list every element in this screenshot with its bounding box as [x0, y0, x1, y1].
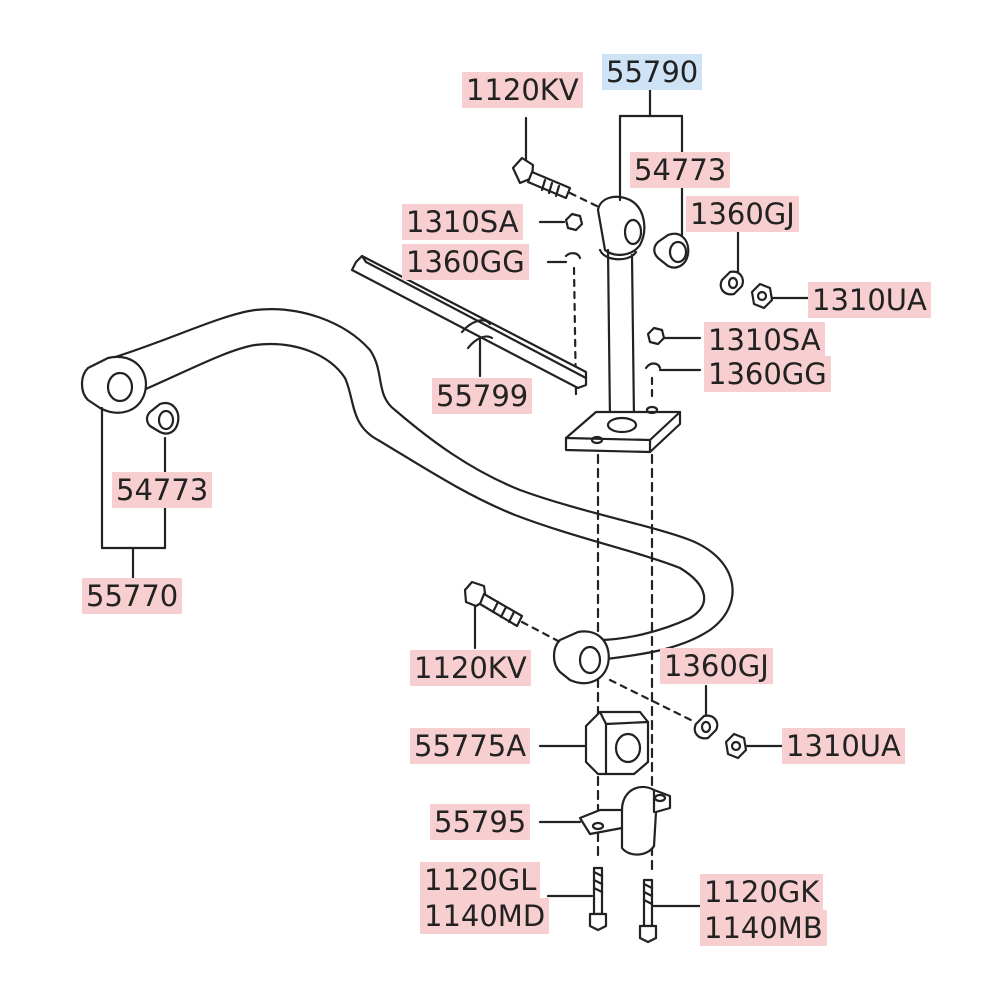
label-1140mb[interactable]: 1140MB	[700, 910, 827, 946]
label-1360gg-right[interactable]: 1360GG	[704, 356, 831, 392]
label-1120gk[interactable]: 1120GK	[700, 874, 824, 910]
label-1310ua-bottom[interactable]: 1310UA	[782, 728, 905, 764]
label-1310sa-right[interactable]: 1310SA	[704, 322, 825, 358]
label-1360gj-bottom[interactable]: 1360GJ	[660, 648, 773, 684]
label-55770[interactable]: 55770	[82, 578, 183, 614]
bottom-washer-nut	[608, 678, 784, 760]
right-small-nut-washer	[644, 326, 702, 402]
label-1120gl[interactable]: 1120GL	[420, 862, 541, 898]
label-1310ua-top[interactable]: 1310UA	[808, 282, 931, 318]
right-bar-eye	[552, 630, 610, 685]
label-1120kv-bottom[interactable]: 1120KV	[410, 650, 531, 686]
strap-bracket	[350, 254, 588, 390]
label-1360gg-left[interactable]: 1360GG	[402, 244, 529, 280]
label-1140md[interactable]: 1140MD	[420, 898, 550, 934]
bottom-bolt	[463, 580, 562, 650]
rubber-bush	[538, 710, 650, 776]
label-55775a[interactable]: 55775A	[410, 728, 531, 764]
left-bush	[145, 402, 180, 435]
clamp	[538, 785, 672, 856]
label-54773-left[interactable]: 54773	[112, 472, 213, 508]
stabilizer-bar	[110, 308, 734, 662]
top-bolt	[511, 116, 607, 212]
top-right-washer-nut	[719, 230, 810, 310]
left-bar-eye	[80, 355, 148, 414]
link-rod	[564, 195, 682, 454]
label-1310sa-left[interactable]: 1310SA	[402, 204, 523, 240]
label-1120kv-top[interactable]: 1120KV	[462, 72, 583, 108]
label-55799[interactable]: 55799	[432, 378, 533, 414]
top-right-bush	[653, 232, 690, 269]
left-small-nut-washer	[538, 212, 584, 397]
label-54773-top[interactable]: 54773	[630, 152, 731, 188]
label-55795[interactable]: 55795	[430, 804, 531, 840]
label-55790[interactable]: 55790	[602, 54, 703, 90]
bottom-bolts	[546, 866, 702, 944]
label-1360gj-top[interactable]: 1360GJ	[686, 196, 799, 232]
